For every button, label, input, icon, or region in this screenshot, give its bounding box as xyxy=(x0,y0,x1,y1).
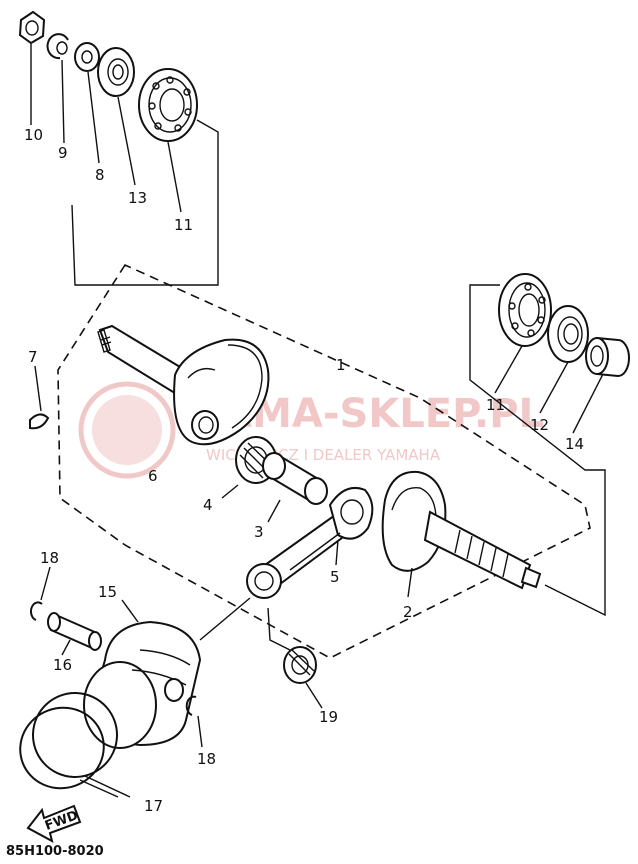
diagram-code: 85H100-8020 xyxy=(6,844,104,859)
piston-clip-18-bottom xyxy=(185,695,203,748)
callout-18-bottom: 18 xyxy=(197,750,216,768)
leaders-right xyxy=(469,284,606,617)
callout-15: 15 xyxy=(98,583,117,601)
callout-18-top: 18 xyxy=(40,549,59,567)
callout-11-top: 11 xyxy=(174,216,193,234)
callout-labels: 10 9 8 13 11 11 12 14 7 1 6 4 3 5 2 18 1… xyxy=(24,126,584,815)
callout-13: 13 xyxy=(128,189,147,207)
callout-16: 16 xyxy=(53,656,72,674)
callout-11-right: 11 xyxy=(486,396,505,414)
callout-5: 5 xyxy=(330,568,340,586)
crank-pin-3 xyxy=(262,452,328,523)
callout-12: 12 xyxy=(530,416,549,434)
callout-14: 14 xyxy=(565,435,584,453)
needle-bearing-19 xyxy=(267,607,323,709)
callout-6: 6 xyxy=(148,467,158,485)
piston-pin-16 xyxy=(47,612,102,656)
plate-washer-8 xyxy=(74,42,100,72)
bearing-11-top xyxy=(138,68,198,142)
connecting-rod-5 xyxy=(246,486,374,599)
watermark: YAMA-SKLEP.PL WICHOWICZ I DEALER YAMAHA xyxy=(78,381,544,479)
woodruff-key-7 xyxy=(29,365,50,430)
callout-3: 3 xyxy=(254,523,264,541)
fwd-arrow-icon: FWD xyxy=(26,804,82,843)
bearing-11-right xyxy=(498,273,552,347)
callout-19: 19 xyxy=(319,708,338,726)
crank-half-right-2 xyxy=(381,470,542,598)
callout-4: 4 xyxy=(203,496,213,514)
callout-8: 8 xyxy=(95,166,105,184)
piston-clip-18-top xyxy=(29,566,51,621)
oil-seal-12 xyxy=(547,305,589,363)
piston-15 xyxy=(83,597,251,749)
callout-9: 9 xyxy=(58,144,68,162)
piston-rings-17 xyxy=(19,692,131,798)
callout-1: 1 xyxy=(336,356,346,374)
oil-seal-13 xyxy=(97,47,135,97)
callout-10: 10 xyxy=(24,126,43,144)
callout-2: 2 xyxy=(403,603,413,621)
leaders-top xyxy=(30,44,219,286)
lock-washer-9 xyxy=(46,33,69,60)
nut-10 xyxy=(18,10,46,45)
callout-7: 7 xyxy=(28,348,38,366)
collar-14 xyxy=(585,336,630,378)
crank-half-left-6 xyxy=(97,324,270,446)
assembly-outline xyxy=(57,263,591,659)
callout-17: 17 xyxy=(144,797,163,815)
